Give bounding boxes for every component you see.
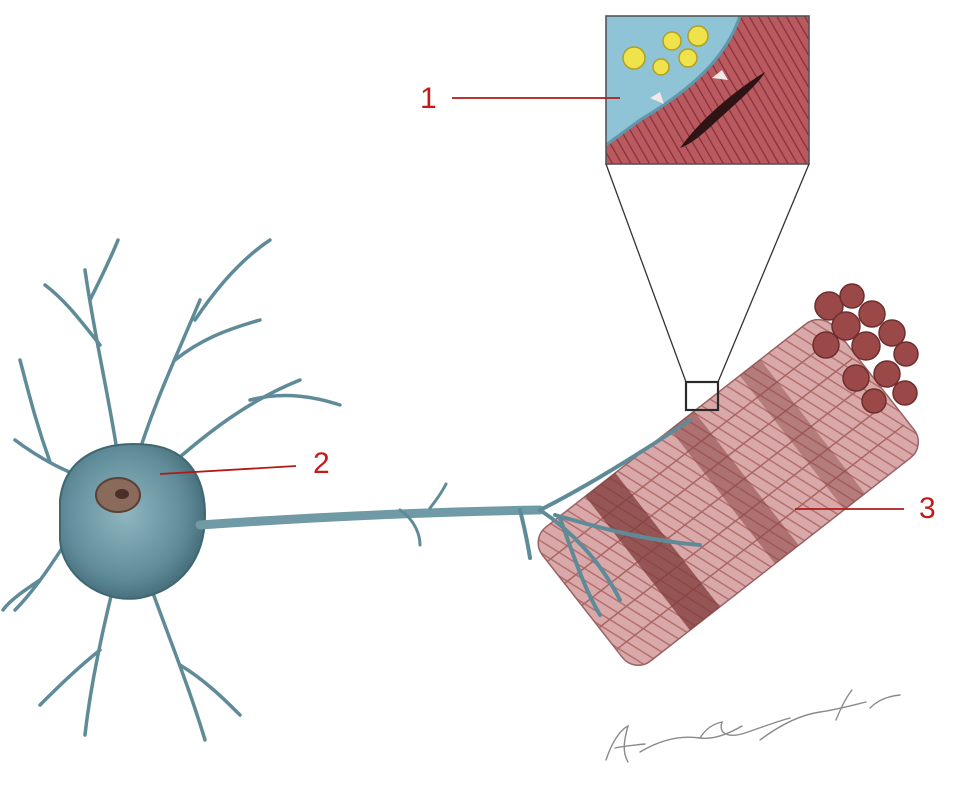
nucleolus [115,489,129,499]
axon [200,510,540,525]
artist-signature [606,690,900,762]
label-2: 2 [313,447,330,480]
label-1: 1 [420,82,437,115]
neuron-cell-body [60,444,205,599]
muscle-fascicle [530,284,926,673]
magnified-inset [606,16,809,164]
label-3: 3 [919,492,936,525]
